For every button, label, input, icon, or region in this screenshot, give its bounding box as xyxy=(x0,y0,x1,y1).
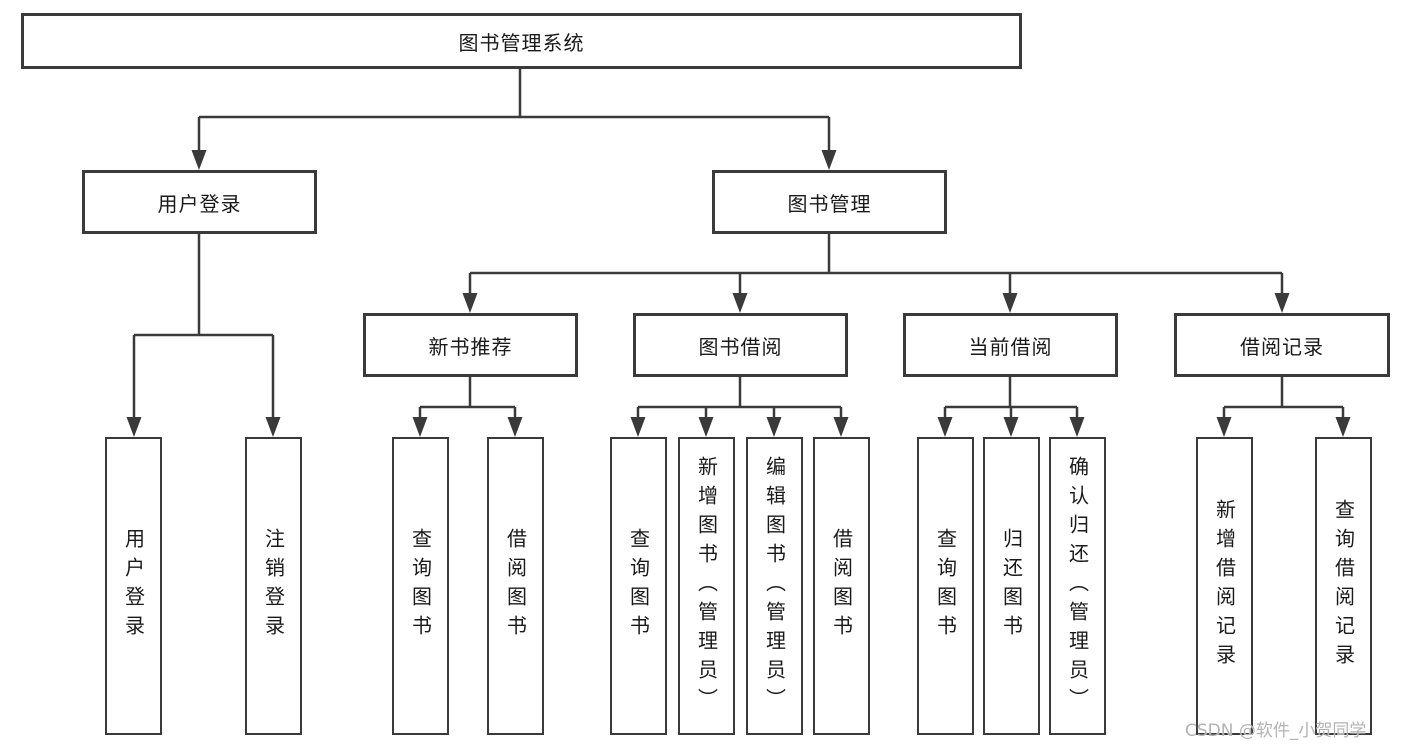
leaf-records-query-record-label: 查询借阅记录 xyxy=(1331,499,1356,673)
node-library-system: 图书管理系统 xyxy=(21,13,1022,69)
leaf-newbooks-borrow-books: 借阅图书 xyxy=(487,437,544,735)
leaf-borrow-add-books-admin-label: 新增图书（管理员） xyxy=(694,455,719,717)
leaf-current-query-books-label: 查询图书 xyxy=(933,528,958,644)
leaf-logout: 注销登录 xyxy=(245,437,302,735)
leaf-borrow-borrow-books: 借阅图书 xyxy=(813,437,870,735)
leaf-borrow-edit-books-admin: 编辑图书（管理员） xyxy=(746,437,803,735)
node-book-borrow: 图书借阅 xyxy=(633,313,848,377)
leaf-current-confirm-return-admin: 确认归还（管理员） xyxy=(1049,437,1106,735)
node-book-management: 图书管理 xyxy=(712,170,947,234)
csdn-watermark: CSDN @软件_小贺同学 xyxy=(1185,721,1367,741)
leaf-current-return-books: 归还图书 xyxy=(983,437,1040,735)
leaf-borrow-borrow-books-label: 借阅图书 xyxy=(829,528,854,644)
leaf-borrow-query-books: 查询图书 xyxy=(610,437,667,735)
node-user-login: 用户登录 xyxy=(82,170,317,234)
leaf-newbooks-query-books-label: 查询图书 xyxy=(408,528,433,644)
node-borrow-records: 借阅记录 xyxy=(1174,313,1390,377)
leaf-user-login-label: 用户登录 xyxy=(121,528,146,644)
leaf-borrow-add-books-admin: 新增图书（管理员） xyxy=(678,437,735,735)
leaf-records-query-record: 查询借阅记录 xyxy=(1315,437,1372,735)
leaf-current-return-books-label: 归还图书 xyxy=(999,528,1024,644)
leaf-user-login: 用户登录 xyxy=(105,437,162,735)
node-current-borrow: 当前借阅 xyxy=(903,313,1118,377)
arrowheads xyxy=(126,150,1351,437)
leaf-borrow-edit-books-admin-label: 编辑图书（管理员） xyxy=(762,455,787,717)
node-new-book-recommend: 新书推荐 xyxy=(363,313,578,377)
leaf-records-add-record-label: 新增借阅记录 xyxy=(1212,499,1237,673)
leaf-newbooks-borrow-books-label: 借阅图书 xyxy=(503,528,528,644)
leaf-newbooks-query-books: 查询图书 xyxy=(392,437,449,735)
leaf-logout-label: 注销登录 xyxy=(261,528,286,644)
leaf-current-confirm-return-admin-label: 确认归还（管理员） xyxy=(1065,455,1090,717)
leaf-borrow-query-books-label: 查询图书 xyxy=(626,528,651,644)
leaf-records-add-record: 新增借阅记录 xyxy=(1196,437,1253,735)
leaf-current-query-books: 查询图书 xyxy=(917,437,974,735)
